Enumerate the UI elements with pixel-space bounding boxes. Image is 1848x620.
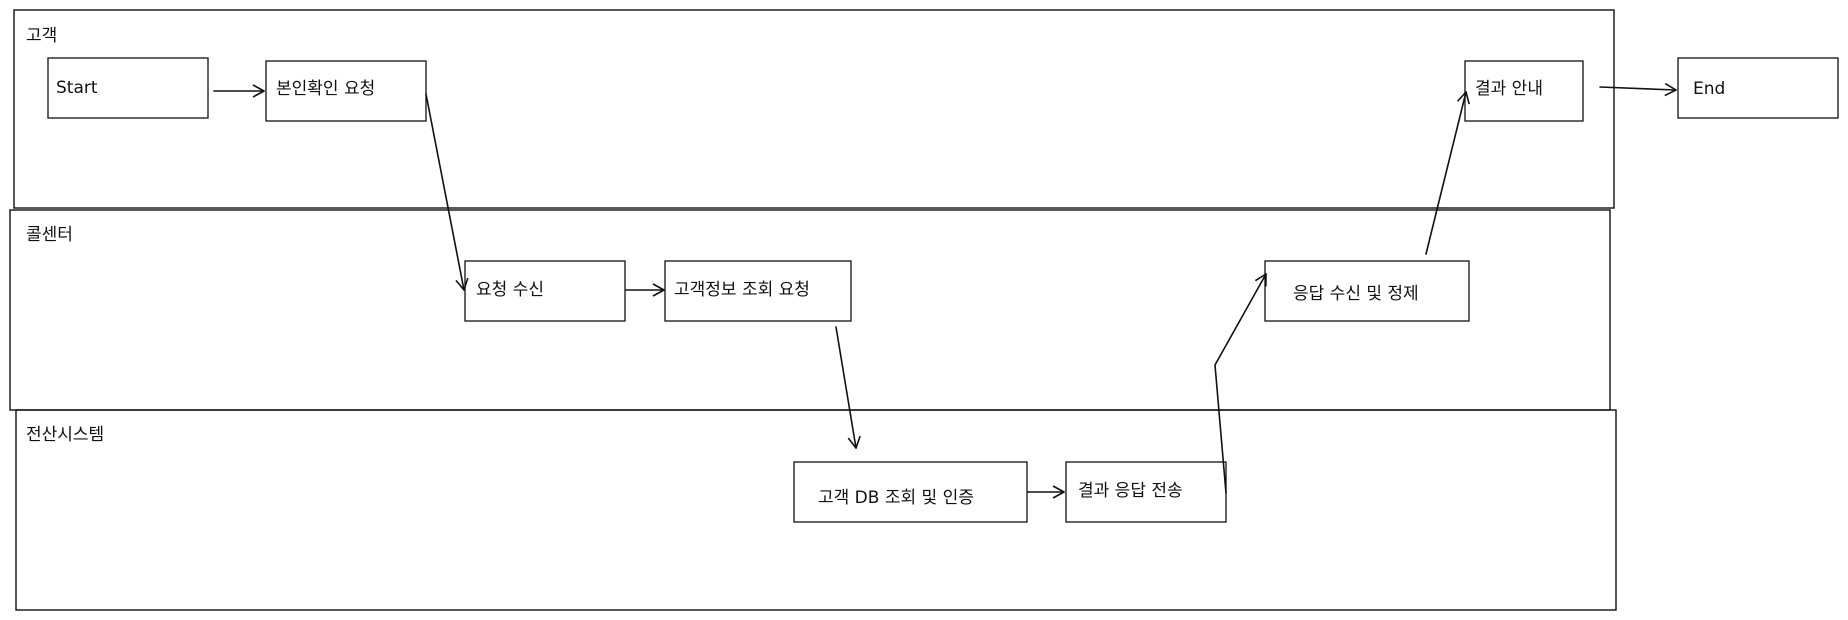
node-response-receive[interactable]: 응답 수신 및 정제 <box>1264 260 1470 322</box>
node-result-notice-label: 결과 안내 <box>1475 79 1543 99</box>
edge-info-request-to-db <box>835 326 861 449</box>
node-db-lookup-label: 고객 DB 조회 및 인증 <box>818 488 974 508</box>
edge-identity-to-receive <box>425 93 469 291</box>
node-customer-info-request[interactable]: 고객정보 조회 요청 <box>664 260 852 322</box>
node-request-receive-label: 요청 수신 <box>476 280 544 300</box>
node-customer-info-request-label: 고객정보 조회 요청 <box>674 280 810 300</box>
lane-label-customer: 고객 <box>26 26 57 46</box>
node-start[interactable]: Start <box>47 57 209 119</box>
node-response-receive-label: 응답 수신 및 정제 <box>1293 284 1419 304</box>
node-end-label: End <box>1693 79 1725 99</box>
lane-customer: 고객 <box>13 9 1615 209</box>
node-start-label: Start <box>56 78 98 98</box>
lane-label-system: 전산시스템 <box>26 425 104 445</box>
lane-system: 전산시스템 <box>15 409 1617 611</box>
node-result-send[interactable]: 결과 응답 전송 <box>1065 461 1227 523</box>
edge-notice-to-end <box>1599 82 1677 97</box>
node-request-receive[interactable]: 요청 수신 <box>464 260 626 322</box>
node-db-lookup[interactable]: 고객 DB 조회 및 인증 <box>793 461 1028 523</box>
lane-label-callcenter: 콜센터 <box>26 225 73 245</box>
edge-response-to-notice <box>1425 91 1470 255</box>
node-identity-request[interactable]: 본인확인 요청 <box>265 60 427 122</box>
edge-result-send-to-response <box>1214 273 1267 494</box>
node-result-send-label: 결과 응답 전송 <box>1078 481 1183 501</box>
node-end[interactable]: End <box>1677 57 1839 119</box>
node-identity-request-label: 본인확인 요청 <box>276 79 375 99</box>
node-result-notice[interactable]: 결과 안내 <box>1464 60 1584 122</box>
